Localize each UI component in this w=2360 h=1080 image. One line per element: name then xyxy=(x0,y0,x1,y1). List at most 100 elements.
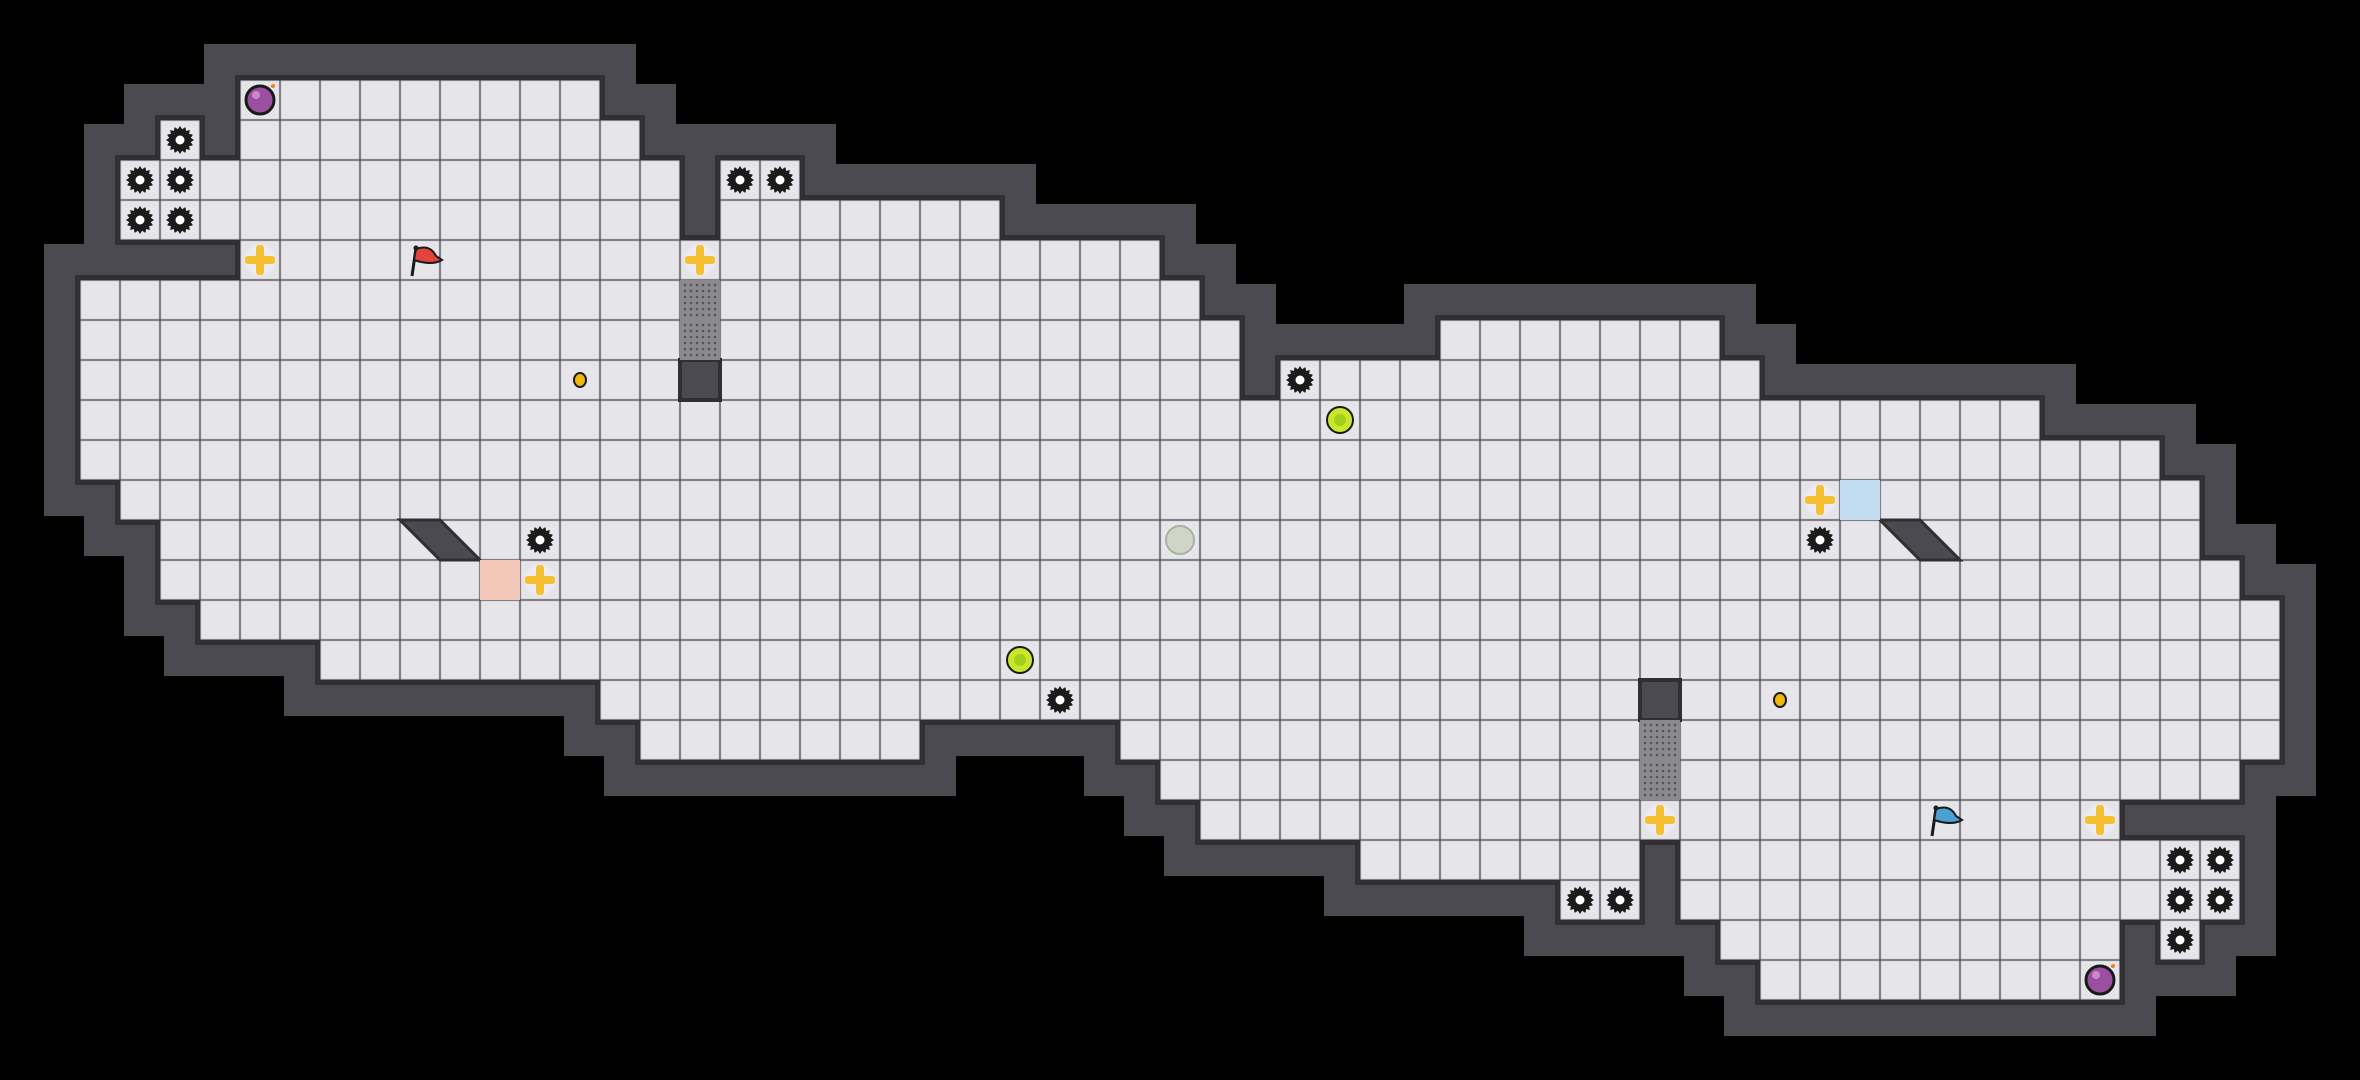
floor-tile xyxy=(520,600,560,640)
floor-tile xyxy=(1360,720,1400,760)
floor-tile xyxy=(1600,600,1640,640)
floor-tile xyxy=(920,680,960,720)
plus-powerup-icon xyxy=(1805,485,1835,515)
floor-tile xyxy=(1760,520,1800,560)
floor-tile xyxy=(1200,760,1240,800)
floor-tile xyxy=(1400,760,1440,800)
floor-tile xyxy=(1960,640,2000,680)
floor-tile xyxy=(1800,680,1840,720)
floor-tile xyxy=(240,400,280,440)
floor-tile xyxy=(840,600,880,640)
floor-tile xyxy=(520,400,560,440)
floor-tile xyxy=(760,320,800,360)
floor-tile xyxy=(2040,560,2080,600)
floor-tile xyxy=(1520,360,1560,400)
floor-tile xyxy=(2120,600,2160,640)
gear-icon xyxy=(2166,846,2194,874)
floor-tile xyxy=(240,280,280,320)
floor-tile xyxy=(1120,480,1160,520)
bomb-icon xyxy=(244,84,276,116)
floor-tile xyxy=(960,240,1000,280)
floor-tile xyxy=(480,520,520,560)
floor-tile xyxy=(760,640,800,680)
floor-tile xyxy=(1080,240,1120,280)
floor-tile xyxy=(1480,600,1520,640)
floor-tile xyxy=(400,360,440,400)
floor-tile xyxy=(2160,560,2200,600)
floor-tile xyxy=(1280,440,1320,480)
floor-tile xyxy=(1720,520,1760,560)
floor-tile xyxy=(2200,640,2240,680)
floor-tile xyxy=(1600,400,1640,440)
floor-tile xyxy=(880,640,920,680)
floor-tile xyxy=(1120,560,1160,600)
floor-tile xyxy=(1720,920,1760,960)
floor-tile xyxy=(1200,800,1240,840)
floor-tile xyxy=(920,360,960,400)
floor-tile xyxy=(1160,720,1200,760)
red-flag-icon[interactable] xyxy=(410,245,444,277)
floor-tile xyxy=(2120,840,2160,880)
floor-tile xyxy=(2120,560,2160,600)
floor-tile xyxy=(1000,360,1040,400)
floor-tile xyxy=(1160,680,1200,720)
floor-tile xyxy=(1200,680,1240,720)
floor-tile xyxy=(1720,640,1760,680)
floor-tile xyxy=(960,400,1000,440)
floor-tile xyxy=(280,400,320,440)
floor-tile xyxy=(1320,760,1360,800)
floor-tile xyxy=(1320,720,1360,760)
floor-tile xyxy=(1920,760,1960,800)
floor-tile xyxy=(840,520,880,560)
floor-tile xyxy=(1640,400,1680,440)
floor-tile xyxy=(440,600,480,640)
floor-tile xyxy=(1080,520,1120,560)
floor-tile xyxy=(1240,560,1280,600)
floor-tile xyxy=(1040,240,1080,280)
floor-tile xyxy=(280,280,320,320)
plus-powerup-icon xyxy=(525,565,555,595)
floor-tile xyxy=(840,240,880,280)
floor-tile xyxy=(1480,840,1520,880)
floor-tile xyxy=(2080,440,2120,480)
blue-flag-icon[interactable] xyxy=(1930,805,1964,837)
floor-tile xyxy=(720,280,760,320)
blue-tile xyxy=(1840,480,1880,520)
floor-tile xyxy=(1440,800,1480,840)
floor-tile xyxy=(800,680,840,720)
floor-tile xyxy=(2040,680,2080,720)
floor-tile xyxy=(320,600,360,640)
floor-tile xyxy=(680,400,720,440)
floor-tile xyxy=(720,560,760,600)
floor-tile xyxy=(2080,720,2120,760)
floor-tile xyxy=(1480,520,1520,560)
floor-tile xyxy=(520,440,560,480)
floor-tile xyxy=(2000,680,2040,720)
floor-tile xyxy=(1800,720,1840,760)
gear-icon xyxy=(1806,526,1834,554)
salmon-tile xyxy=(480,560,520,600)
floor-tile xyxy=(1120,240,1160,280)
floor-tile xyxy=(1560,640,1600,680)
floor-tile xyxy=(560,480,600,520)
floor-tile xyxy=(360,240,400,280)
floor-tile xyxy=(2000,640,2040,680)
coin-icon xyxy=(1773,692,1787,708)
floor-tile xyxy=(1520,640,1560,680)
floor-tile xyxy=(720,480,760,520)
wall-block xyxy=(678,358,722,402)
floor-tile xyxy=(2160,480,2200,520)
floor-tile xyxy=(400,480,440,520)
floor-tile xyxy=(1840,440,1880,480)
floor-tile xyxy=(2000,720,2040,760)
floor-tile xyxy=(1320,560,1360,600)
floor-tile xyxy=(320,240,360,280)
floor-tile xyxy=(400,80,440,120)
floor-tile xyxy=(1080,560,1120,600)
wall-block xyxy=(1638,678,1682,722)
floor-tile xyxy=(320,280,360,320)
floor-tile xyxy=(1600,360,1640,400)
floor-tile xyxy=(640,240,680,280)
floor-tile xyxy=(1880,920,1920,960)
floor-tile xyxy=(880,480,920,520)
